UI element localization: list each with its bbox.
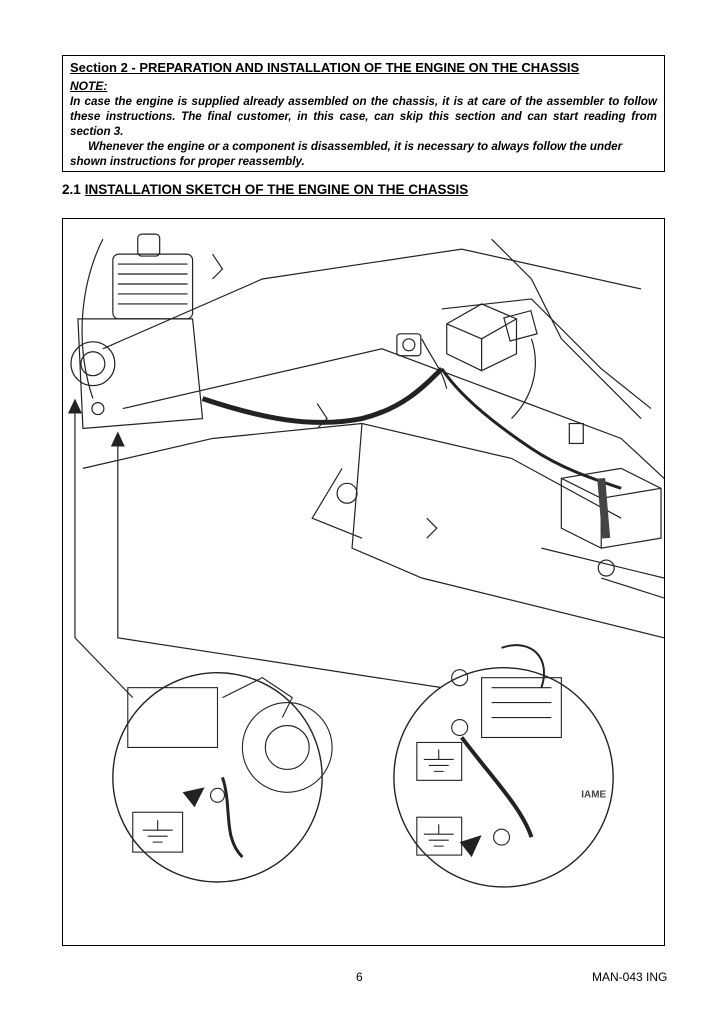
rectifier-box [503, 309, 538, 342]
pointer-line [117, 443, 442, 689]
chassis-tube [541, 547, 664, 579]
engine-bolt [91, 401, 105, 416]
ground-symbol-box [416, 816, 463, 856]
ground-icon [142, 820, 173, 843]
note-paragraph-2: Whenever the engine or a component is di… [70, 140, 623, 168]
chassis-tube [601, 577, 664, 599]
clutch-drum [241, 702, 333, 793]
ground-symbol-box [416, 741, 463, 781]
key-switch [396, 333, 422, 357]
ground-terminal [493, 828, 511, 846]
chassis-tube [311, 468, 363, 539]
tube-end [336, 482, 358, 504]
terminal-nut [451, 718, 469, 737]
ignition-coil [481, 677, 562, 739]
chassis-tube [122, 348, 664, 479]
key-switch-face [402, 338, 416, 352]
cylinder-fins [117, 263, 188, 305]
arrow-up-icon [110, 431, 125, 447]
chassis-tube [351, 423, 664, 639]
section-title: Section 2 - PREPARATION AND INSTALLATION… [70, 60, 580, 75]
arrow-up-icon [67, 398, 82, 414]
bracket [426, 517, 438, 539]
pointer-line [74, 408, 134, 699]
ground-icon [423, 749, 454, 772]
subsection-number: 2.1 [62, 182, 81, 197]
ground-wire [460, 736, 534, 838]
installation-sketch-figure: IAME [62, 218, 665, 946]
arrow-pointer-icon [459, 835, 482, 858]
spark-plug-cap [137, 233, 161, 257]
tube-end [597, 559, 615, 577]
arrow-pointer-icon [182, 787, 205, 808]
battery-connector [568, 422, 584, 445]
ignition-wire [81, 238, 104, 399]
engine-crankcase [77, 318, 204, 430]
battery [560, 467, 662, 549]
bracket [222, 677, 293, 718]
floor-panel-edge [441, 298, 652, 410]
floor-panel-edge [491, 238, 642, 419]
clutch-hub [264, 724, 310, 770]
engine-flywheel-cover [70, 341, 116, 387]
ecu-box [446, 303, 518, 372]
wiring-harness [440, 367, 622, 490]
ground-wire [221, 776, 244, 859]
subsection-title: INSTALLATION SKETCH OF THE ENGINE ON THE… [84, 182, 469, 197]
bracket [212, 253, 224, 280]
terminal-nut [451, 669, 469, 687]
document-code: MAN-043 ING [592, 970, 668, 984]
wiring-harness [201, 366, 444, 425]
ground-symbol-box [132, 811, 184, 853]
wire [421, 338, 448, 389]
chassis-tube [82, 422, 622, 519]
ecu-box-edges [446, 318, 517, 371]
flywheel-center [80, 351, 106, 377]
brand-mark: IAME [581, 789, 606, 800]
ground-icon [423, 824, 454, 847]
bracket [316, 403, 328, 429]
battery-strap [597, 478, 611, 539]
engine-housing [127, 687, 219, 748]
header-box: Section 2 - PREPARATION AND INSTALLATION… [62, 55, 665, 172]
wire [511, 338, 536, 419]
note-label: NOTE: [70, 79, 108, 93]
note-paragraph-1: In case the engine is supplied already a… [70, 95, 657, 138]
ground-terminal [209, 787, 226, 803]
chassis-tube [102, 248, 642, 350]
wire [501, 644, 545, 688]
installation-sketch: IAME [67, 233, 664, 888]
detail-circle-right: IAME [393, 644, 614, 888]
detail-circle-left [112, 672, 333, 883]
page-number: 6 [356, 970, 363, 984]
